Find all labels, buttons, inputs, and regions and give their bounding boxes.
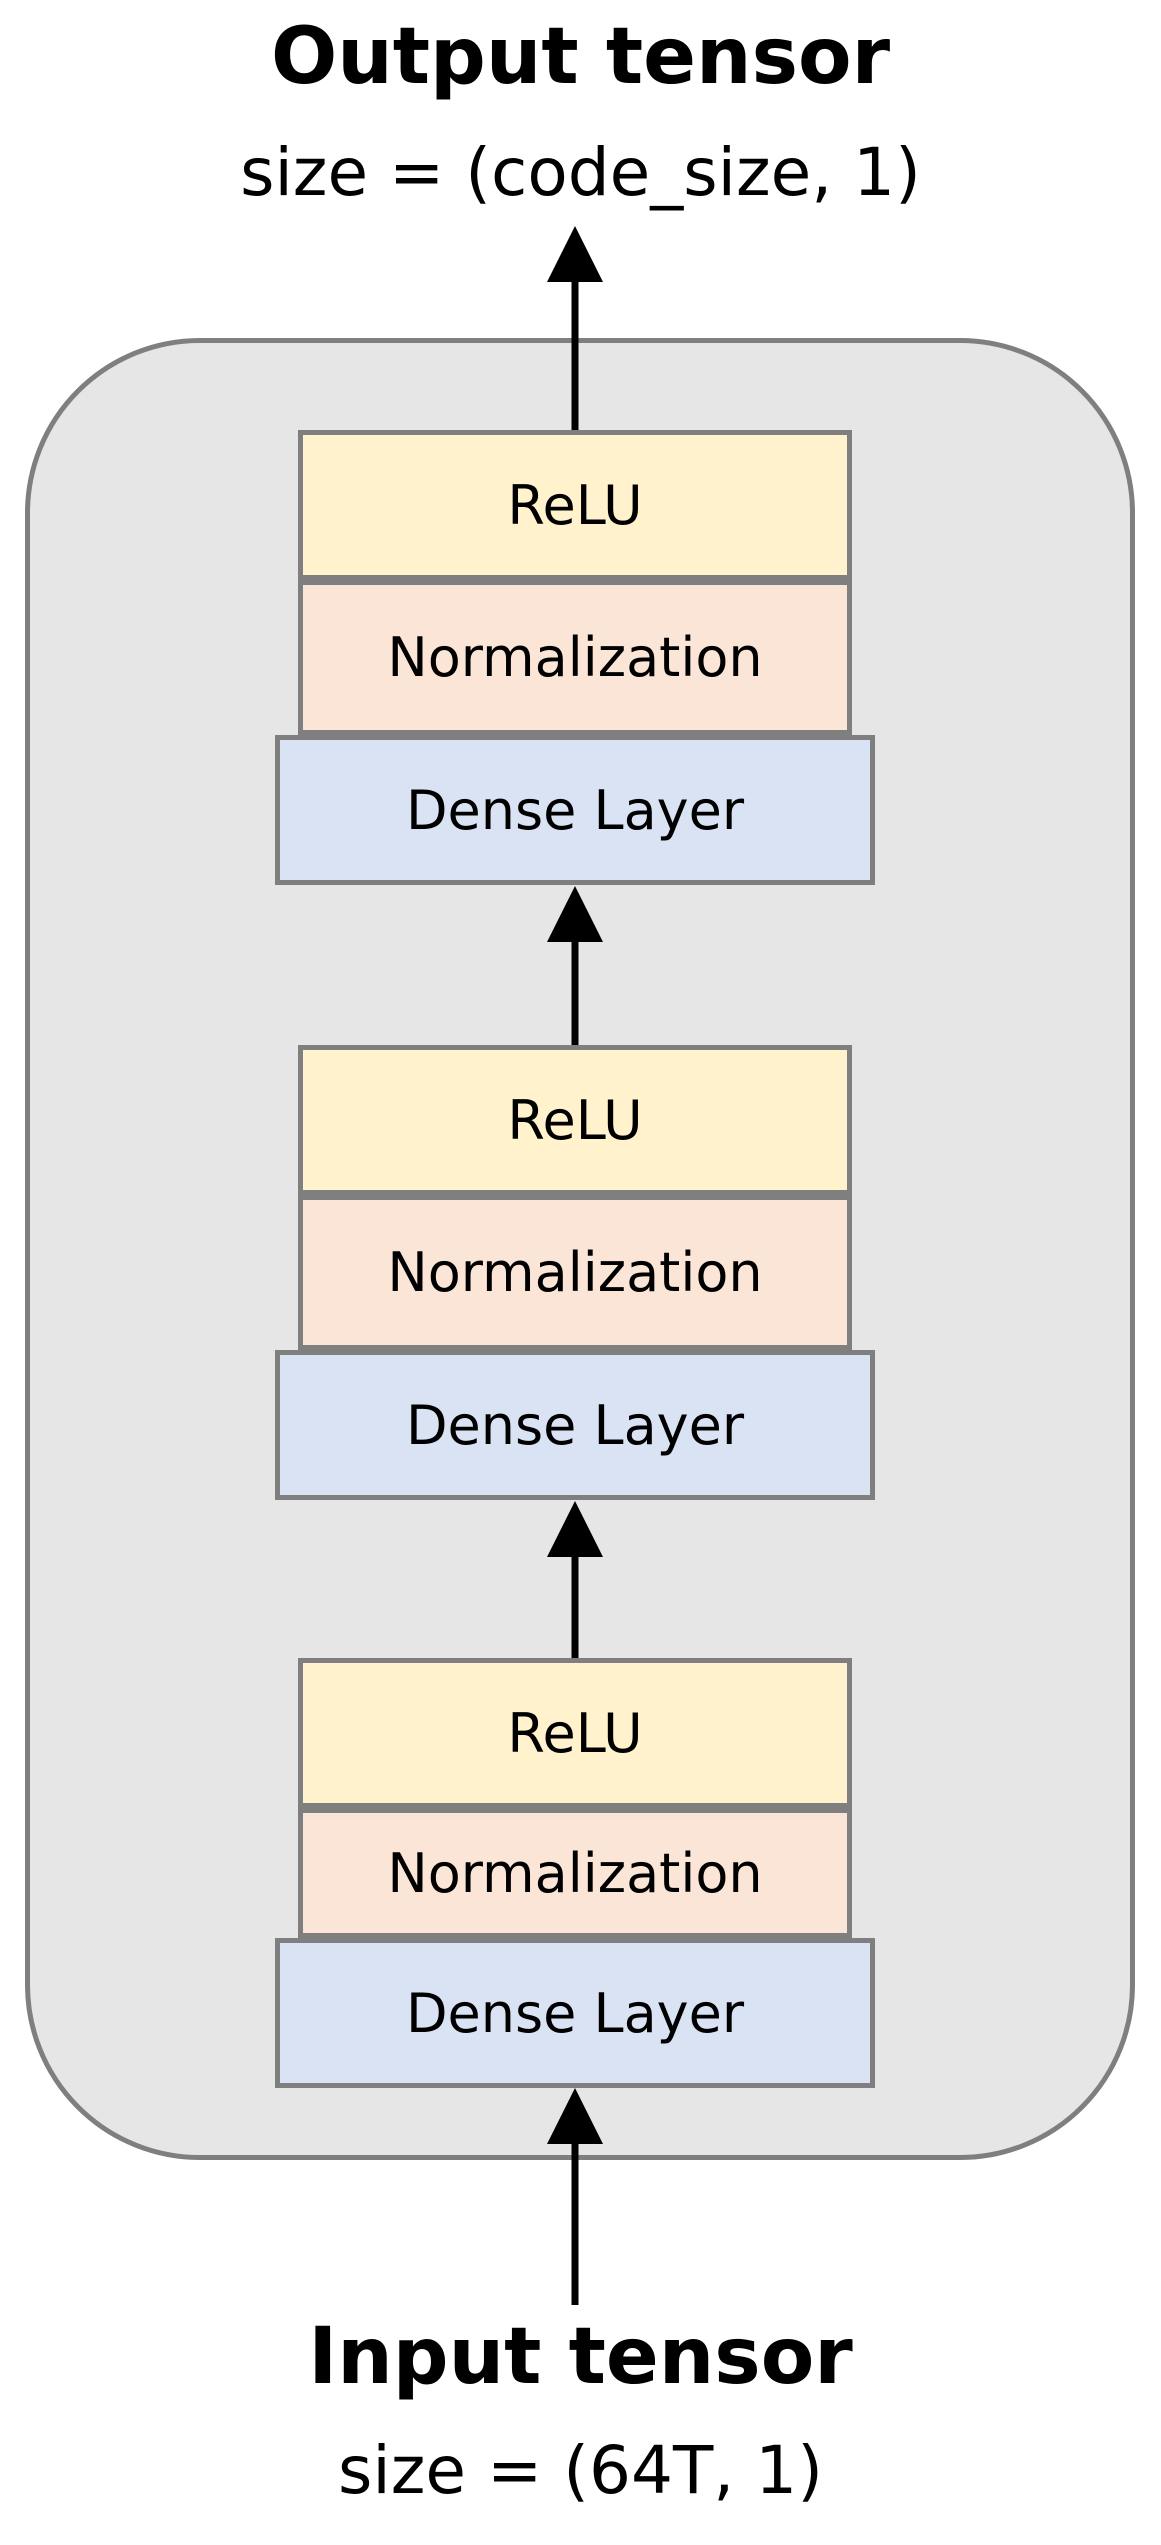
output-tensor-title: Output tensor	[270, 12, 891, 102]
relu-layer-bottom: ReLU	[298, 1658, 852, 1808]
normalization-layer-middle: Normalization	[298, 1195, 852, 1350]
normalization-layer-top: Normalization	[298, 580, 852, 735]
input-tensor-size: size = (64T, 1)	[338, 2432, 823, 2509]
input-tensor-title: Input tensor	[308, 2312, 853, 2402]
dense-layer-bottom: Dense Layer	[275, 1938, 875, 2088]
relu-layer-middle: ReLU	[298, 1045, 852, 1195]
output-tensor-size: size = (code_size, 1)	[240, 134, 921, 211]
normalization-layer-bottom: Normalization	[298, 1808, 852, 1938]
dense-layer-middle: Dense Layer	[275, 1350, 875, 1500]
relu-layer-top: ReLU	[298, 430, 852, 580]
dense-layer-top: Dense Layer	[275, 735, 875, 885]
